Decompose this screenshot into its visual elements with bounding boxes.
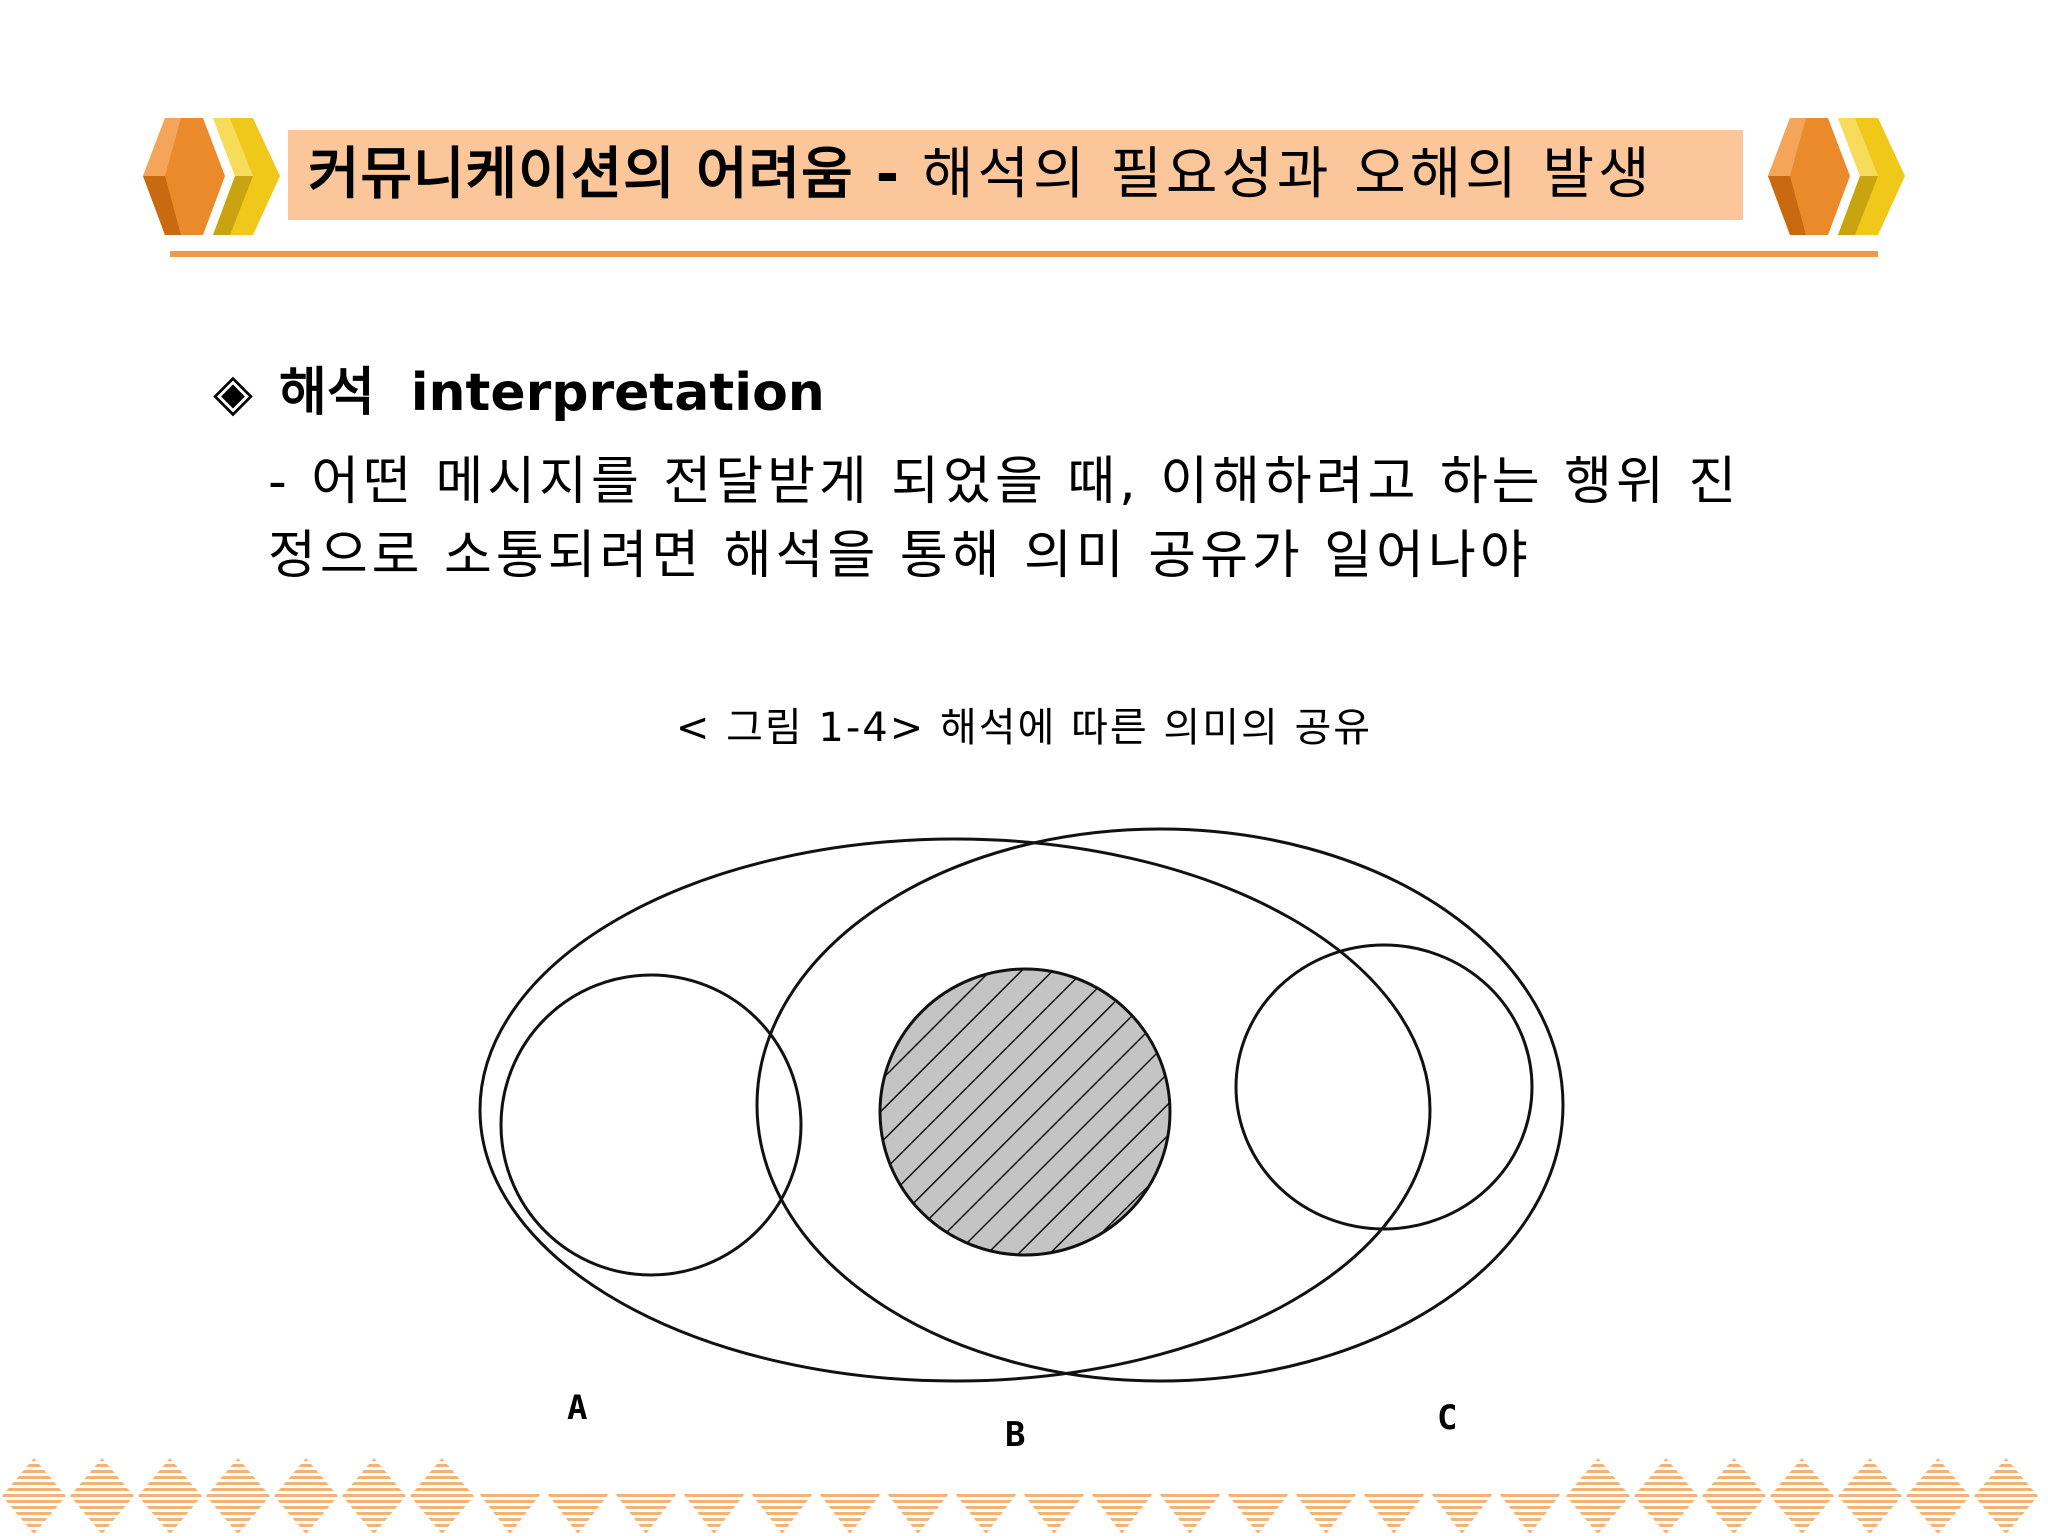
footer-diamond (478, 1494, 542, 1533)
label-c: C (1437, 1398, 1458, 1438)
footer-diamond (138, 1458, 202, 1533)
footer-diamond (1294, 1494, 1358, 1533)
footer-diamond (274, 1458, 338, 1533)
shared-meaning-circle (878, 967, 1172, 1257)
footer-diamond (1362, 1494, 1426, 1533)
cube-arrow-icon-left (143, 118, 280, 235)
footer-diamond (682, 1494, 746, 1533)
title-bar: 커뮤니케이션의 어려움-해석의 필요성과 오해의 발생 (288, 130, 1743, 220)
footer-diamond (1498, 1494, 1562, 1533)
definition-text: - 어떤 메시지를 전달받게 되었을 때, 이해하려고 하는 행위 진정으로 소… (268, 452, 1741, 586)
footer-diamond (546, 1494, 610, 1533)
circle-a (499, 973, 803, 1277)
section-heading-kr: 해석 (279, 363, 375, 423)
footer-diamond (410, 1458, 474, 1533)
footer-diamond (818, 1494, 882, 1533)
footer-diamond (1430, 1494, 1494, 1533)
title-separator: - (875, 142, 900, 207)
footer-diamond (1770, 1458, 1834, 1533)
cube-arrow-icon-right (1768, 118, 1905, 235)
footer-diamond (1974, 1458, 2038, 1533)
section-heading-en: interpretation (410, 363, 825, 423)
footer-diamond-border (2, 1458, 2038, 1533)
footer-diamond (1702, 1458, 1766, 1533)
footer-diamond (1158, 1494, 1222, 1533)
footer-diamond (70, 1458, 134, 1533)
title-subtitle: 해석의 필요성과 오해의 발생 (921, 142, 1654, 207)
footer-diamond (1906, 1458, 1970, 1533)
page-title: 커뮤니케이션의 어려움-해석의 필요성과 오해의 발생 (308, 140, 1654, 210)
footer-diamond (1022, 1494, 1086, 1533)
footer-diamond (1634, 1458, 1698, 1533)
footer-diamond (1566, 1458, 1630, 1533)
footer-diamond (1226, 1494, 1290, 1533)
diamond-bullet-icon: ◈ (213, 363, 253, 423)
footer-diamond (206, 1458, 270, 1533)
footer-diamond (2, 1458, 66, 1533)
footer-diamond (614, 1494, 678, 1533)
footer-diamond (886, 1494, 950, 1533)
label-b: B (1005, 1415, 1026, 1455)
footer-diamond (750, 1494, 814, 1533)
footer-diamond (1090, 1494, 1154, 1533)
outer-ellipse-right (755, 827, 1565, 1383)
footer-diamond (954, 1494, 1018, 1533)
title-underline (170, 251, 1878, 257)
outer-ellipse-left (478, 837, 1432, 1383)
footer-diamond (342, 1458, 406, 1533)
footer-diamond (1838, 1458, 1902, 1533)
circle-c (1234, 943, 1534, 1231)
section-heading: ◈ 해석 interpretation (213, 350, 825, 425)
label-a: A (567, 1388, 588, 1428)
title-main: 커뮤니케이션의 어려움 (308, 142, 854, 207)
figure-caption: < 그림 1-4> 해석에 따른 의미의 공유 (675, 705, 1373, 751)
